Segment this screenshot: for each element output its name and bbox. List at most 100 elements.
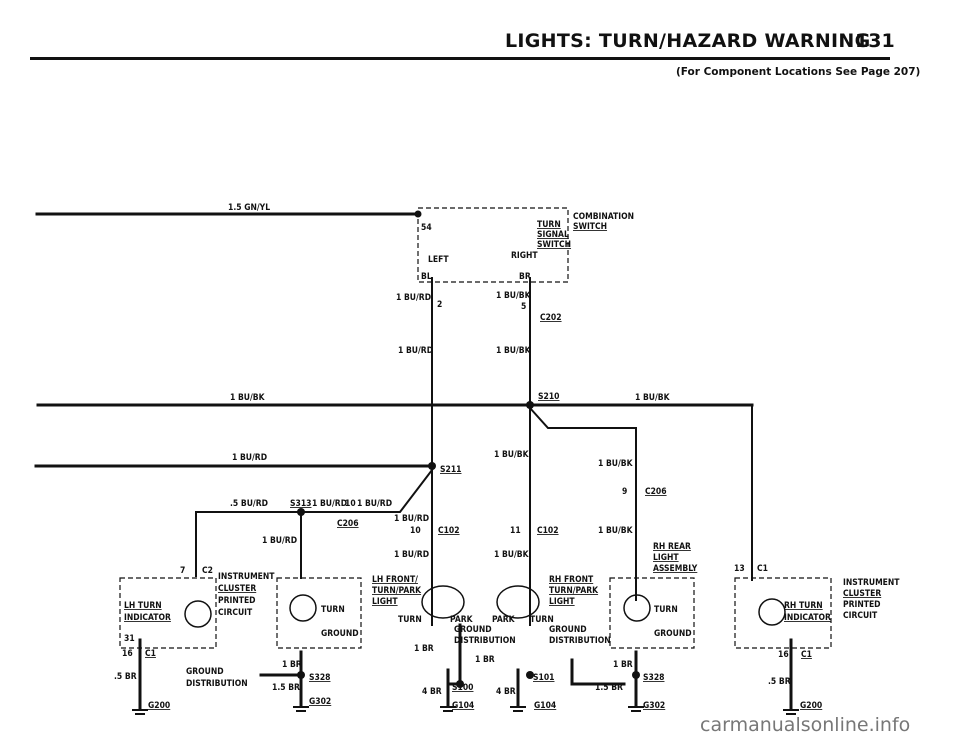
wire-label: 1.5 BR (272, 683, 300, 693)
wire-label: 1 BR (475, 655, 495, 665)
lh-indicator-label: INDICATOR (124, 613, 171, 623)
s211-label: S211 (440, 465, 461, 475)
lh-indicator-label: LH TURN (124, 601, 162, 611)
gd-left: GROUND (186, 667, 224, 677)
c206-pin: 9 (622, 487, 627, 497)
s100-label: S100 (452, 683, 473, 693)
rf-park: PARK (492, 615, 516, 625)
wire-label: 4 BR (496, 687, 516, 697)
c102-pin: 11 (510, 526, 521, 536)
lh-cluster-label: CIRCUIT (218, 608, 253, 618)
wire-label: 1 BR (282, 660, 302, 670)
g302-right-label: G302 (643, 701, 665, 711)
wire-label: 1.5 BR (595, 683, 623, 693)
wire-label: 1 BU/RD (262, 536, 297, 546)
lr-turn-lamp (289, 594, 317, 622)
lh-front-label: LH FRONT/ (372, 575, 418, 585)
component-boxes (119, 207, 832, 649)
rh-indicator-label: INDICATOR (784, 613, 831, 623)
rf-turn: TURN (530, 615, 554, 625)
lf-light-lamp (421, 585, 465, 619)
watermark: carmanualsonline.info (700, 714, 911, 736)
wire-label: 1 BU/RD (312, 499, 347, 509)
wire-label: 1 BU/BK (496, 291, 532, 301)
switch-left: LEFT (428, 255, 449, 265)
gd-left: DISTRIBUTION (186, 679, 248, 689)
rh-indicator-lamp (758, 598, 786, 626)
rh-indicator-label: RH TURN (784, 601, 823, 611)
c1-pin: 16 (778, 650, 789, 660)
wire-label: 1 BU/BK (494, 550, 530, 560)
s328-left-dot (297, 671, 305, 679)
wire-label: 1 BU/BK (598, 526, 634, 536)
switch-pin: BR (519, 272, 531, 282)
wire-label: 1 BU/RD (232, 453, 267, 463)
s101-label: S101 (533, 673, 554, 683)
lh-indicator-lamp (184, 600, 212, 628)
lh-cluster-box (119, 577, 217, 649)
c2-pin: 7 (180, 566, 185, 576)
wire-label: 1.5 GN/YL (228, 203, 270, 213)
s210-dot (526, 401, 534, 409)
c1-pin: 13 (734, 564, 745, 574)
c202-label: C202 (540, 313, 562, 323)
switch-pin: 54 (421, 223, 432, 233)
c206-left-label: C206 (337, 519, 359, 529)
rf-light-lamp (496, 585, 540, 619)
c102-left-label: C102 (438, 526, 460, 536)
wire-label: 1 BR (414, 644, 434, 654)
component-location-note: (For Component Locations See Page 207) (676, 66, 921, 78)
switch-right: RIGHT (511, 251, 538, 261)
switch-pin: BL (421, 272, 432, 282)
rr-light-box (609, 577, 695, 649)
rh-rear-label: ASSEMBLY (653, 564, 698, 574)
c1-31: 31 (124, 634, 135, 644)
wire-label: .5 BR (114, 672, 137, 682)
rr-ground: GROUND (654, 629, 692, 639)
wire-label: 1 BU/BK (598, 459, 634, 469)
switch-input-dot (414, 210, 422, 218)
wire-label: 1 BU/RD (394, 550, 429, 560)
lh-front-label: LIGHT (372, 597, 398, 607)
rh-cluster-label: PRINTED (843, 600, 881, 610)
page-number: 131 (855, 30, 895, 52)
rh-front-label: TURN/PARK (549, 586, 599, 596)
c102-pin: 10 (410, 526, 421, 536)
rr-turn: TURN (654, 605, 678, 615)
g104-left-label: G104 (452, 701, 474, 711)
s328-left-label: S328 (309, 673, 330, 683)
rh-front-label: RH FRONT (549, 575, 594, 585)
c206-label: C206 (645, 487, 667, 497)
s101-dot (526, 671, 534, 679)
switch-name: COMBINATION (573, 212, 634, 222)
lf-park: PARK (450, 615, 474, 625)
switch-sub: SWITCH (537, 240, 571, 250)
gd-mid: DISTRIBUTION (454, 636, 516, 646)
rh-cluster-label: CIRCUIT (843, 611, 878, 621)
wire-label: 1 BU/RD (357, 499, 392, 509)
wire-label: 1 BU/BK (230, 393, 266, 403)
wire-s101 (570, 658, 626, 686)
gd-mid: GROUND (454, 625, 492, 635)
c1-right-label: C1 (801, 650, 812, 660)
rh-rear-label: LIGHT (653, 553, 679, 563)
g200-left-label: G200 (148, 701, 170, 711)
s210-label: S210 (538, 392, 559, 402)
splices (297, 210, 640, 688)
wire-label: 1 BR (613, 660, 633, 670)
g302-left-label: G302 (309, 697, 331, 707)
header-rule (30, 57, 890, 60)
wire-label: 1 BU/BK (496, 346, 532, 356)
combination-switch-box (417, 207, 569, 283)
wire-label: 1 BU/BK (635, 393, 671, 403)
wire-label: 1 BU/RD (398, 346, 433, 356)
lr-light-box (276, 577, 362, 649)
s211-dot (428, 462, 436, 470)
rh-cluster-label: INSTRUMENT (843, 578, 900, 588)
c102-right-label: C102 (537, 526, 559, 536)
switch-name: SWITCH (573, 222, 607, 232)
wire-label: 1 BU/BK (494, 450, 530, 460)
c202-pin: 2 (437, 300, 442, 310)
s100-dot (456, 680, 464, 688)
